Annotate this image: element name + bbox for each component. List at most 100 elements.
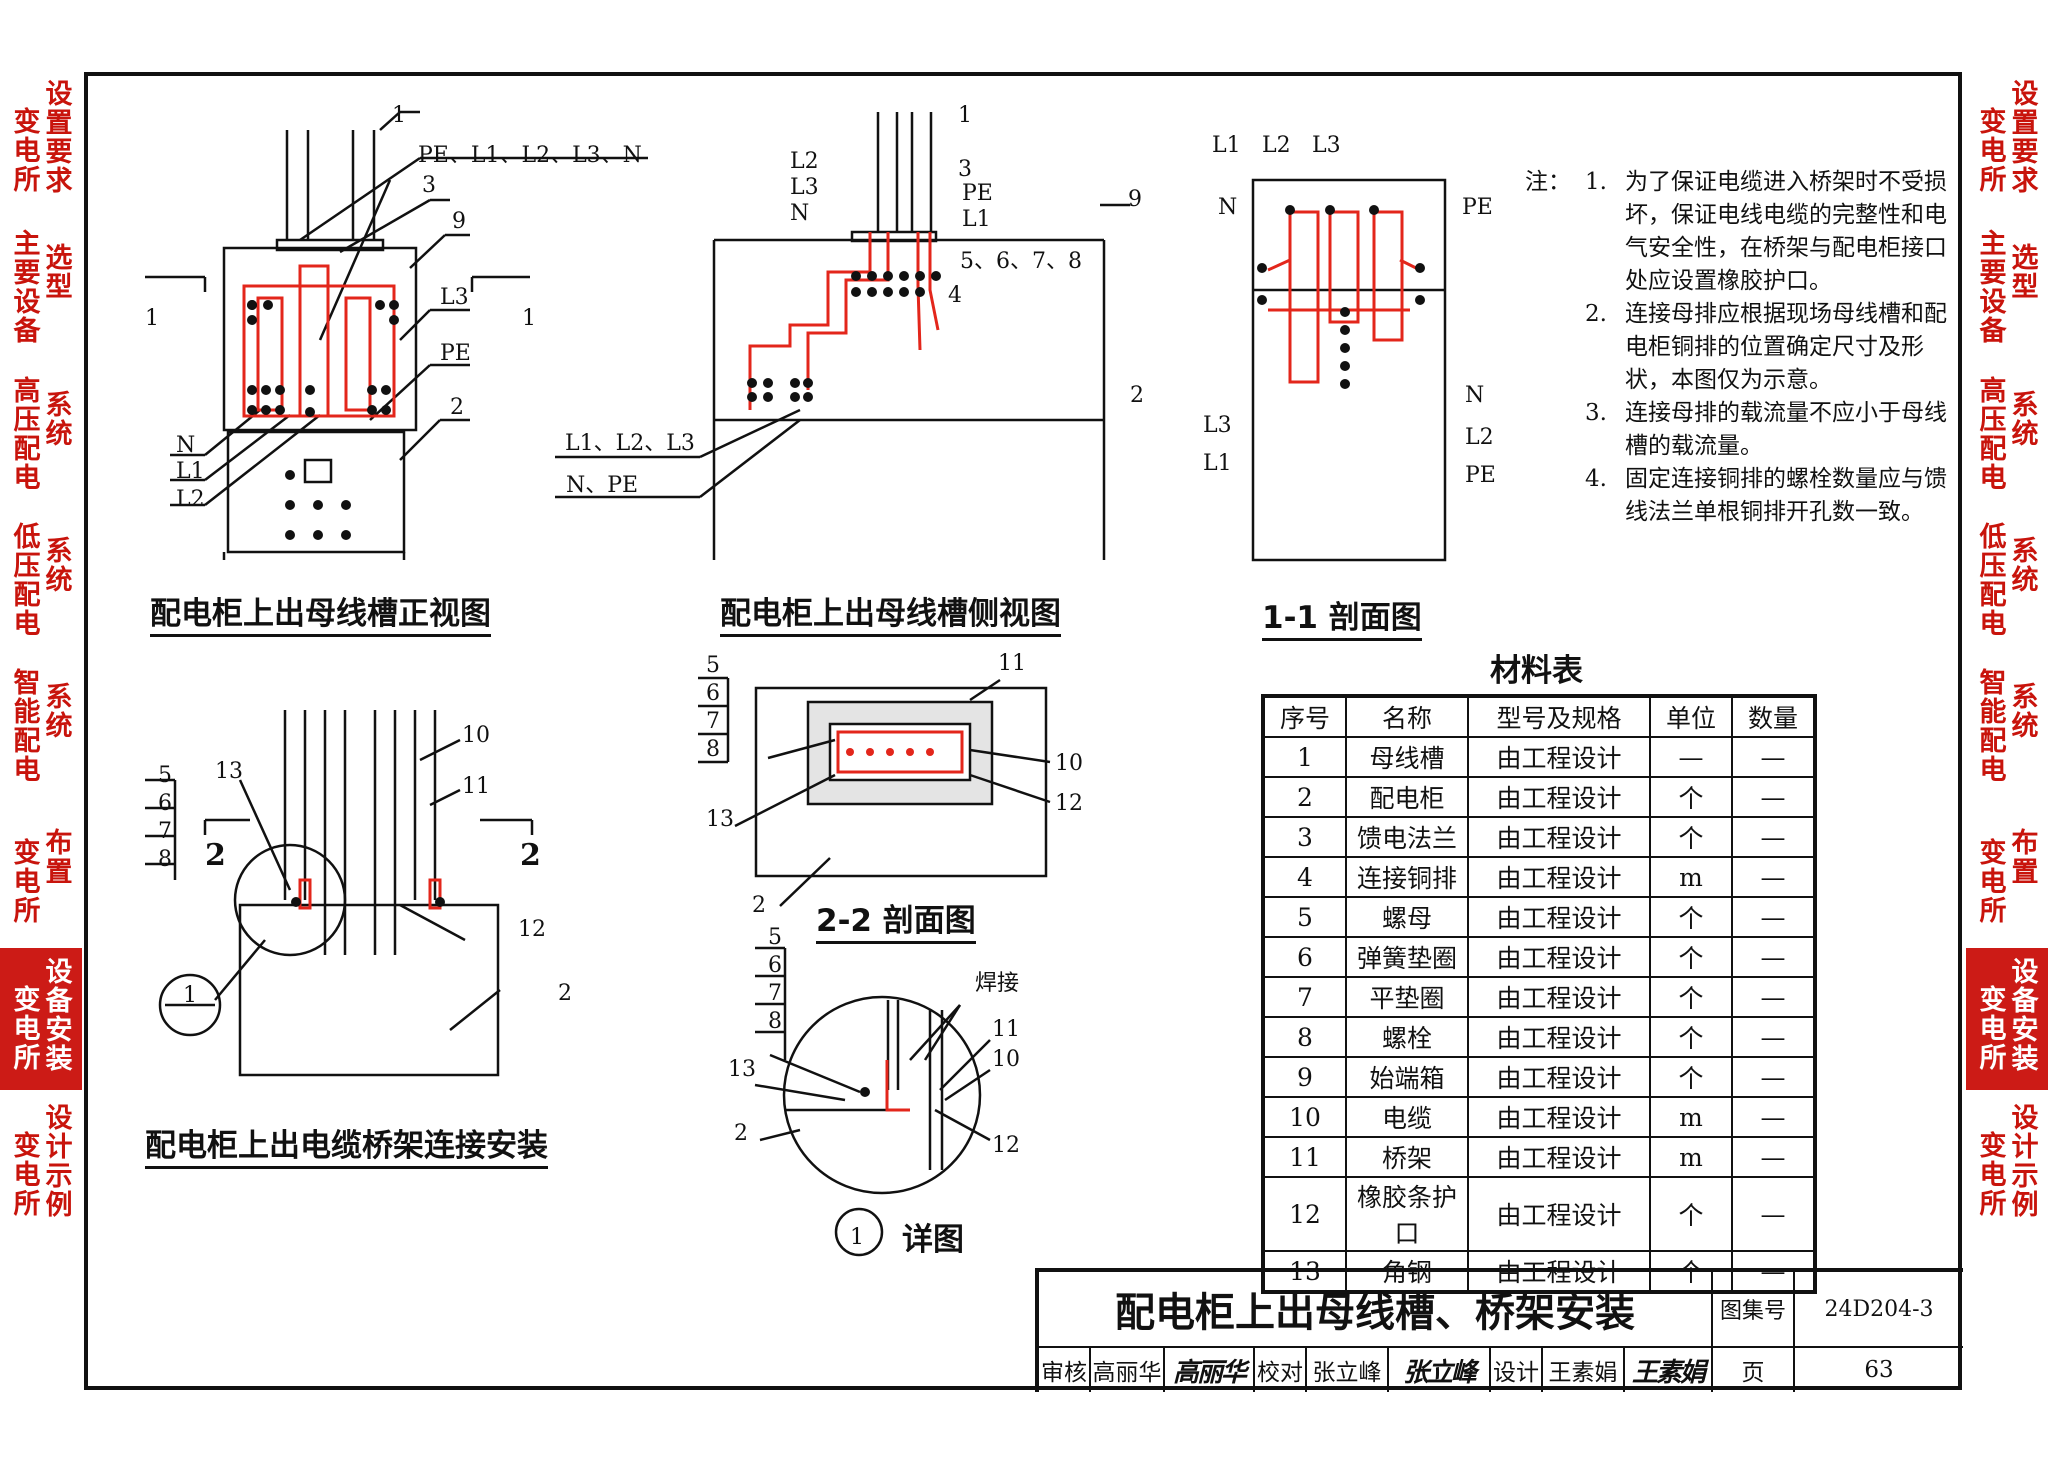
nav-tab-sublabel: 系统 [45,682,73,742]
note-text: 固定连接铜排的螺栓数量应与馈线法兰单根铜排开孔数一致。 [1625,466,1947,525]
materials-cell: 5 [1262,896,1347,938]
nav-tab-sublabel: 选型 [45,243,73,304]
atlas-number: 24D204-3 [1795,1272,1963,1348]
left-tab[interactable]: 高压配电系统 [0,363,82,509]
caption-detail: 详图 [902,1222,964,1258]
materials-cell: 由工程设计 [1467,1136,1651,1178]
nav-tab-label: 主要设备 [13,229,41,348]
bolt-mark [367,385,377,395]
diagram-label: 10 [462,723,490,748]
right-tab[interactable]: 高压配电系统 [1966,363,2048,509]
detail-ref-label: 1 [183,983,197,1008]
materials-cell: 10 [1262,1096,1347,1138]
bolt-mark [285,500,295,510]
left-tab[interactable]: 低压配电系统 [0,509,82,655]
bolt-mark [747,378,757,388]
materials-header-cell: 单位 [1649,695,1733,738]
left-tab[interactable]: 变电所设备安装 [0,947,82,1094]
materials-cell: 3 [1262,816,1347,858]
bolt-mark [1415,295,1425,305]
nav-tab-label: 变电所 [1979,107,2007,196]
notes-block: 注： 1.为了保证电缆进入桥架时不受损坏，保证电线电缆的完整性和电气安全性，在桥… [1525,166,1955,529]
diagram-label: PE、L1、L2、L3、N [418,143,642,168]
diagram-label: N [1218,195,1237,220]
materials-cell: — [1731,936,1816,978]
bolt-mark [803,378,813,388]
left-tab[interactable]: 变电所设计示例 [0,1094,82,1240]
bolt-mark [305,385,315,395]
right-tab[interactable]: 主要设备选型 [1966,216,2048,363]
materials-cell: 馈电法兰 [1345,816,1469,858]
right-tab[interactable]: 变电所设备安装 [1966,947,2048,1094]
diagram-label: 6 [706,681,720,706]
bolt-marks [247,205,1425,1097]
diagram-label: 13 [728,1057,756,1082]
bolt-mark [261,405,271,415]
bolt-mark [247,385,257,395]
materials-cell: 6 [1262,936,1347,978]
bolt-mark [763,392,773,402]
busbar-hole-mark [846,748,854,756]
page-number: 63 [1864,1357,1894,1383]
left-tab[interactable]: 主要设备选型 [0,216,82,363]
materials-cell: 母线槽 [1345,736,1469,778]
diagram-label: L2 [790,149,819,174]
diagram-label: N [1465,383,1484,408]
section-11-diagram [1251,178,1447,562]
materials-cell: 螺栓 [1345,1016,1469,1058]
diagram-label: L3 [1203,413,1232,438]
materials-cell: 1 [1262,736,1347,778]
materials-cell: — [1731,1176,1816,1252]
materials-cell: 由工程设计 [1467,1176,1651,1252]
diagram-label: L1 [1203,451,1232,476]
nav-tab-sublabel: 系统 [45,389,73,450]
diagram-label: 7 [768,981,782,1006]
right-tab[interactable]: 低压配电系统 [1966,509,2048,655]
diagram-label: 9 [452,209,466,234]
left-tab[interactable]: 智能配电系统 [0,655,82,802]
bolt-mark [763,378,773,388]
diagram-label: N [176,433,195,458]
design-label: 设计 [1491,1348,1543,1392]
diagram-label: 7 [706,709,720,734]
caption-section-11: 1-1 剖面图 [1262,592,1422,641]
materials-cell: 个 [1649,1056,1733,1098]
left-tab[interactable]: 变电所布置 [0,801,82,948]
diagram-label: 7 [158,819,172,844]
diagram-label: 焊接 [975,971,1019,996]
bolt-mark [275,385,285,395]
materials-cell: — [1731,896,1816,938]
right-tab[interactable]: 变电所设计示例 [1966,1094,2048,1240]
bolt-mark [883,271,893,281]
nav-tab-label: 变电所 [1979,838,2007,928]
diagram-label: 1 [145,306,159,331]
left-tab[interactable]: 变电所设置要求 [0,70,82,217]
bolt-mark [915,287,925,297]
reviewer-name: 高丽华 [1091,1348,1165,1392]
materials-header-cell: 名称 [1345,695,1469,738]
diagram-label: 1 [850,1225,864,1250]
bolt-mark [275,405,285,415]
checker-name: 张立峰 [1307,1348,1389,1392]
materials-cell: 配电柜 [1345,776,1469,818]
diagram-label: PE [1462,195,1493,220]
bolt-mark [381,405,391,415]
materials-cell: — [1731,976,1816,1018]
diagram-label: 5 [158,763,172,788]
nav-tab-label: 智能配电 [13,668,41,786]
materials-cell: 由工程设计 [1467,936,1651,978]
designer-signature: 王素娟 [1625,1348,1713,1392]
nav-tab-sublabel: 系统 [2011,682,2039,742]
materials-cell: 个 [1649,1016,1733,1058]
right-tab[interactable]: 变电所布置 [1966,801,2048,948]
diagram-label: L1、L2、L3 [565,431,695,456]
materials-header-cell: 数量 [1731,695,1816,738]
right-tab[interactable]: 智能配电系统 [1966,655,2048,802]
nav-tab-sublabel: 选型 [2011,243,2039,304]
right-tab[interactable]: 变电所设置要求 [1966,70,2048,217]
note-number: 2. [1585,301,1607,327]
nav-tab-sublabel: 设置要求 [2011,79,2039,197]
